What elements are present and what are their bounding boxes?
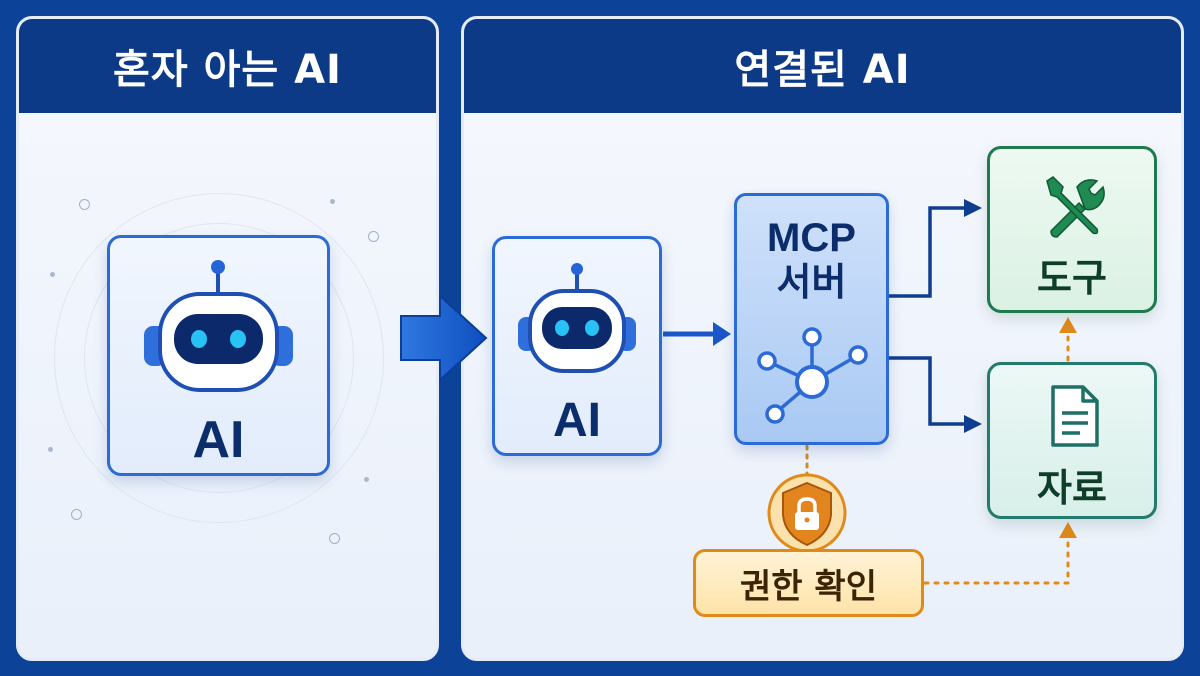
tool-label: 도구 — [1037, 256, 1107, 300]
data-card: 자료 — [987, 362, 1157, 519]
transition-arrow — [400, 293, 488, 383]
halo-ring — [84, 223, 354, 493]
server-label: 서버 — [776, 260, 847, 304]
halo-ring — [54, 193, 384, 523]
mcp-server-card: MCP 서버 — [734, 193, 889, 445]
mcp-label: MCP — [767, 216, 856, 260]
robot-icon — [518, 263, 636, 373]
standalone-ai-label: AI — [192, 411, 245, 469]
standalone-ai-header: 혼자 아는 AI — [19, 19, 436, 113]
sparkle-dot — [329, 533, 340, 544]
data-label: 자료 — [1037, 466, 1107, 510]
connected-ai-card: AI — [492, 236, 662, 456]
permission-check-label: 권한 확인 — [740, 566, 877, 607]
sparkle-dot — [48, 447, 53, 452]
sparkle-dot — [364, 477, 369, 482]
permission-check-badge: 권한 확인 — [693, 549, 924, 617]
connected-ai-label: AI — [553, 394, 601, 447]
document-icon — [1051, 385, 1099, 447]
shield-lock-icon — [767, 473, 847, 553]
standalone-ai-card: AI — [107, 235, 330, 476]
wrench-screwdriver-icon — [1046, 176, 1105, 238]
connected-ai-title: 연결된 AI — [734, 47, 911, 93]
sparkle-dot — [71, 509, 82, 520]
standalone-ai-title: 혼자 아는 AI — [113, 47, 342, 93]
sparkle-dot — [330, 199, 335, 204]
robot-icon — [144, 260, 293, 392]
standalone-ai-panel: 혼자 아는 AI — [16, 16, 439, 661]
sparkle-dot — [50, 272, 55, 277]
sparkle-dot — [368, 231, 379, 242]
mcp-to-tool-connector — [889, 206, 966, 298]
network-hub-icon — [757, 327, 868, 424]
connected-ai-header: 연결된 AI — [464, 19, 1181, 113]
sparkle-dot — [79, 199, 90, 210]
mcp-to-data-connector — [889, 356, 966, 426]
permission-to-data-link — [923, 534, 1070, 585]
tool-card: 도구 — [987, 146, 1157, 313]
